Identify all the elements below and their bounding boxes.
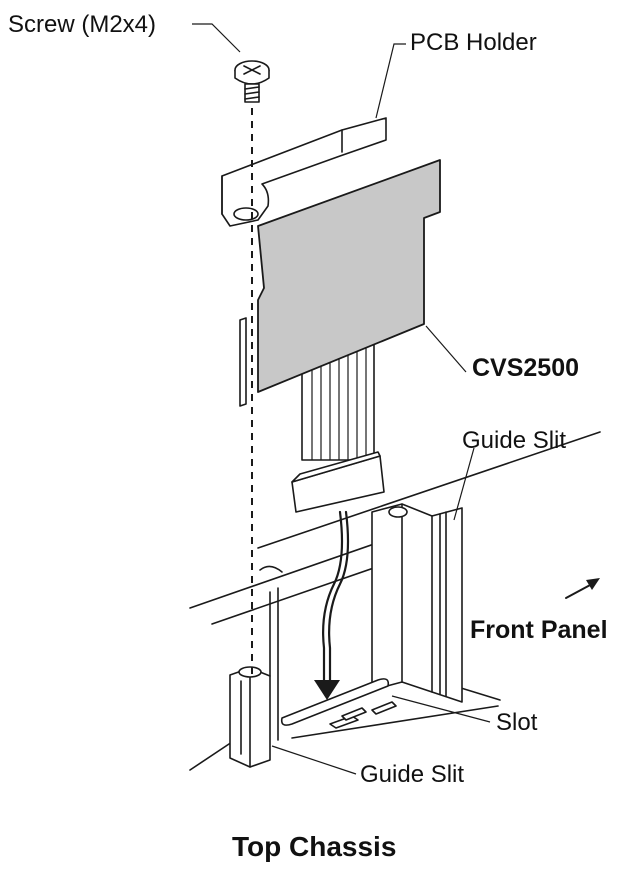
insertion-arrow [314, 510, 350, 700]
front-panel-label: Front Panel [470, 616, 608, 644]
board-model-label: CVS2500 [472, 354, 579, 382]
pcb-board [239, 159, 441, 407]
guide-slit-post [229, 565, 283, 768]
pcb-holder [221, 117, 387, 227]
diagram-title: Top Chassis [232, 831, 396, 862]
pcb-holder-label: PCB Holder [410, 29, 537, 56]
screw-label: Screw (M2x4) [8, 11, 156, 38]
connector [291, 451, 385, 513]
guide-slit-bottom-label: Guide Slit [360, 761, 464, 788]
front-panel-arrow [565, 578, 600, 599]
leader-lines [192, 23, 491, 775]
connector-cable [301, 333, 375, 461]
screw [234, 60, 270, 103]
slot [280, 678, 397, 729]
slot-label: Slot [496, 709, 538, 736]
guide-slit-top-label: Guide Slit [462, 427, 566, 454]
guide-slit-plate-right [371, 503, 463, 703]
